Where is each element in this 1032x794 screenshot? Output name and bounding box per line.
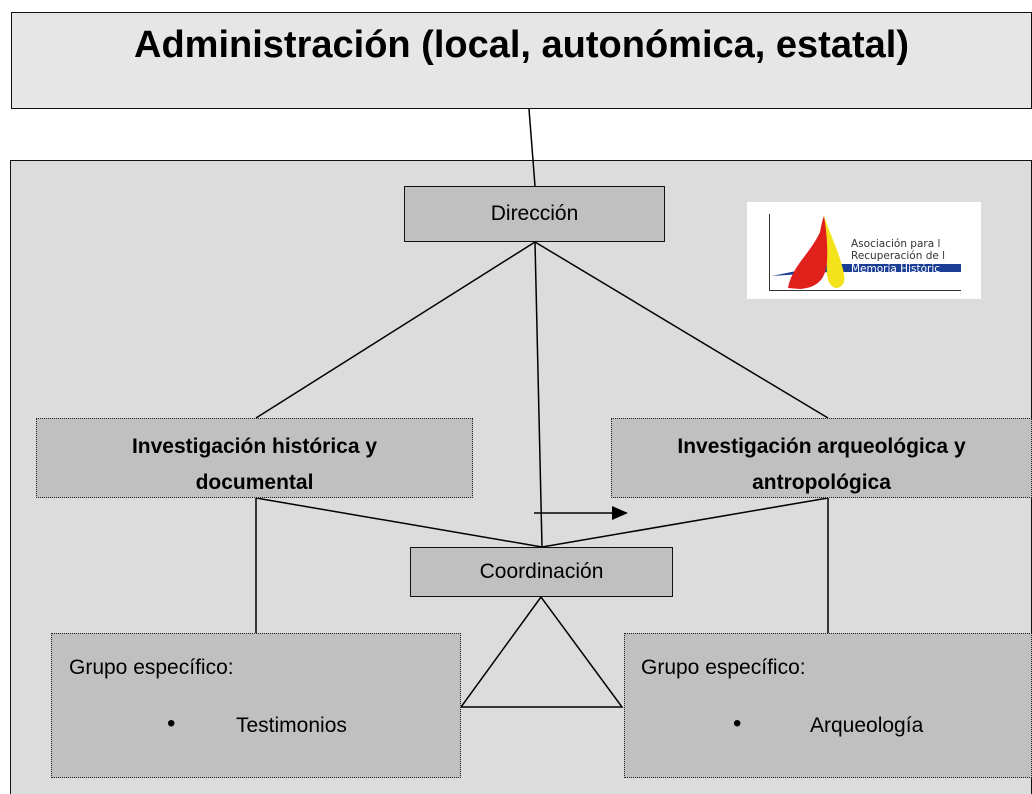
grupo-arqueologia-item: Arqueología <box>810 714 924 737</box>
logo-emblem: Asociación para l Recuperación de l Memo… <box>769 214 961 291</box>
investigacion-historica-line1: Investigación histórica y <box>131 435 378 458</box>
investigacion-arqueologica-title: Investigación arqueológica y antropológi… <box>612 429 1031 497</box>
title-box <box>11 12 1032 109</box>
logo-flame-icon <box>772 216 961 289</box>
bullet-icon: • <box>733 710 742 737</box>
investigacion-arqueologica-line1: Investigación arqueológica y <box>677 435 966 458</box>
line-direccion-to-arq <box>534 241 829 419</box>
line-admin-to-direccion <box>528 108 536 187</box>
investigacion-arqueologica-box: Investigación arqueológica y antropológi… <box>611 418 1032 498</box>
coordinacion-box: Coordinación <box>410 547 673 597</box>
triangle-connector <box>459 595 624 708</box>
grupo-arqueologia-box: Grupo específico: • Arqueología <box>624 633 1032 778</box>
direccion-box: Dirección <box>404 186 665 242</box>
grupo-testimonios-label: Grupo específico: <box>69 656 234 679</box>
line-direccion-to-hist <box>255 241 536 419</box>
arrow-head <box>612 506 628 520</box>
investigacion-historica-box: Investigación histórica y documental <box>36 418 473 498</box>
diagram-title: Administración (local, autonómica, estat… <box>134 24 909 66</box>
grupo-testimonios-box: Grupo específico: • Testimonios <box>51 633 461 778</box>
logo-text-line3: Memoria Históric <box>851 263 941 275</box>
line-direccion-to-coord <box>534 241 543 548</box>
investigacion-arqueologica-line2: antropológica <box>752 471 891 494</box>
investigacion-historica-line2: documental <box>195 471 314 494</box>
coordinacion-label: Coordinación <box>479 560 604 583</box>
direccion-label: Dirección <box>490 202 579 225</box>
bullet-icon: • <box>167 710 176 737</box>
association-logo <box>747 202 981 299</box>
grupo-testimonios-item: Testimonios <box>236 714 347 737</box>
line-arq-to-coord <box>541 497 829 548</box>
logo-text-line2: Recuperación de l <box>851 250 946 262</box>
grupo-arqueologia-label: Grupo específico: <box>641 656 806 679</box>
investigacion-historica-title: Investigación histórica y documental <box>37 429 472 497</box>
line-hist-to-coord <box>255 497 543 548</box>
logo-text-line1: Asociación para l <box>851 238 941 250</box>
